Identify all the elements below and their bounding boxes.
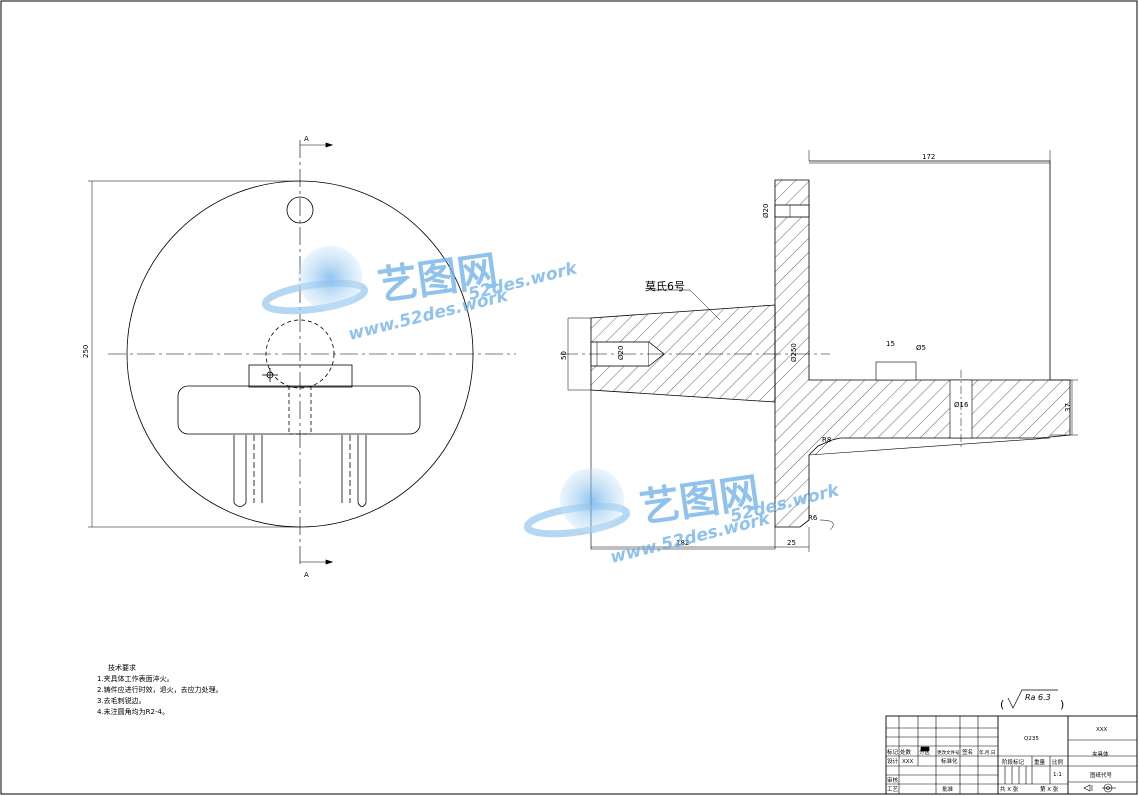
morse-taper-label: 莫氏6号 xyxy=(645,280,685,293)
dim-r8-label: R8 xyxy=(822,436,831,444)
tech-note-item: 4.未注圆角均为R2-4。 xyxy=(97,707,169,716)
section-marker-top: A xyxy=(304,135,309,143)
tb-drawing-no-label: 图纸代号 xyxy=(1090,771,1113,779)
cross-bar xyxy=(177,385,421,435)
tb-total-sheets: 共 X 张 xyxy=(1000,785,1019,793)
dim-250-label: 250 xyxy=(82,345,90,358)
tb-mark: 标记 xyxy=(887,748,899,756)
slot-block xyxy=(248,364,353,388)
svg-text:): ) xyxy=(1060,698,1064,711)
flange-section xyxy=(774,179,1071,528)
tb-standardize: 标准化 xyxy=(941,757,958,765)
tb-process: 工艺 xyxy=(887,786,899,793)
dim-37-label: 37 xyxy=(1064,403,1072,412)
tb-design: 设计 xyxy=(887,757,899,765)
watermark-upper: 艺图网 52des.work www.52des.work xyxy=(261,246,581,345)
dim-50-label: 50 xyxy=(560,351,568,360)
watermark-globe-icon xyxy=(298,246,362,310)
tb-stage-mark: 阶段标记 xyxy=(1002,758,1025,766)
dim-r6-label: R6 xyxy=(808,514,818,522)
section-marker-bottom: A xyxy=(304,571,309,579)
tb-date: 年.月.日 xyxy=(979,749,995,756)
tb-sheet-no: 第 X 张 xyxy=(1040,785,1059,793)
front-view xyxy=(88,140,516,565)
watermark-globe-icon xyxy=(560,468,624,532)
tb-part-name: 夹具体 xyxy=(1092,750,1109,758)
dim-phi16-label: Ø16 xyxy=(954,401,969,409)
title-block xyxy=(885,715,1138,795)
tech-notes-title: 技术要求 xyxy=(108,663,136,672)
tb-sign: 签名 xyxy=(962,748,973,756)
tb-org: XXX xyxy=(1096,727,1108,733)
tech-note-item: 1.夹具体工作表面淬火。 xyxy=(97,674,174,683)
tb-approve: 批准 xyxy=(942,785,954,793)
dim-phi20-top-label: Ø20 xyxy=(762,204,770,218)
roughness-value: Ra 6.3 xyxy=(1025,693,1051,702)
dim-15-label: 15 xyxy=(886,340,895,348)
dim-phi20-left-label: Ø20 xyxy=(617,346,625,360)
tb-review: 审核 xyxy=(887,776,899,784)
dim-182-label: 182 xyxy=(676,539,689,547)
dim-phi5-label: Ø5 xyxy=(916,344,926,352)
tb-zone: 分区 xyxy=(919,748,931,756)
svg-text:(: ( xyxy=(1000,698,1004,711)
section-view xyxy=(560,150,1078,552)
tech-note-item: 3.去毛刺锐边。 xyxy=(97,696,146,705)
tb-ratio: 比例 xyxy=(1052,758,1064,766)
dim-172-label: 172 xyxy=(922,153,935,161)
tb-scale: 1:1 xyxy=(1053,772,1062,778)
tech-notes: 技术要求 1.夹具体工作表面淬火。 2.铸件应进行时效，退火，去应力处理。 3.… xyxy=(97,663,223,716)
roughness-symbol: ( ) xyxy=(1000,689,1064,711)
dim-phi250-label: Ø250 xyxy=(790,343,798,362)
tb-weight: 重量 xyxy=(1034,758,1046,766)
dim-25-label: 25 xyxy=(787,539,796,547)
tb-count: 处数 xyxy=(900,748,912,756)
tb-change-doc: 更改文件号 xyxy=(937,749,960,756)
tb-designer: XXX xyxy=(902,759,914,765)
tech-note-item: 2.铸件应进行时效，退火，去应力处理。 xyxy=(97,685,223,694)
tb-material: Q235 xyxy=(1024,736,1039,742)
